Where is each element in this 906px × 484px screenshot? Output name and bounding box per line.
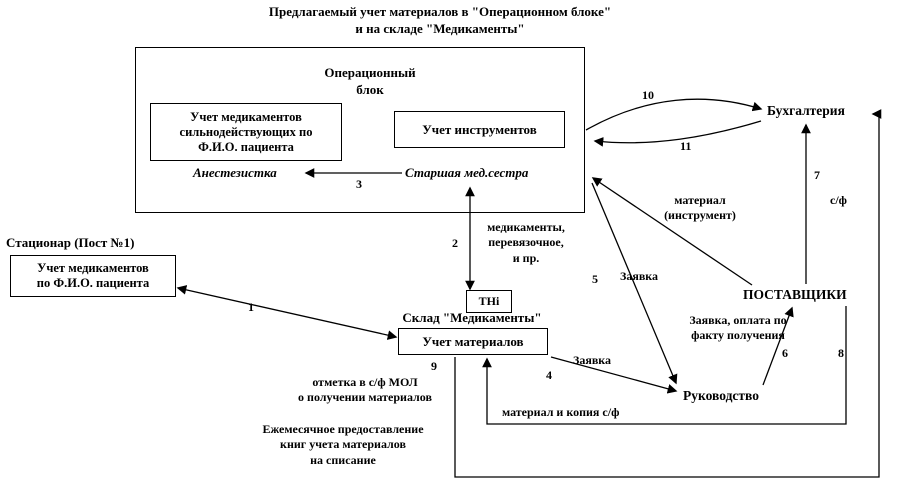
- node-accounting: Бухгалтерия: [767, 103, 845, 118]
- op-block-title: Операционный блок: [324, 65, 416, 97]
- arrow-label-2: 2: [452, 236, 458, 250]
- annotation-request-4: Заявка: [573, 353, 612, 367]
- anesthetist-label: Анестезистка: [193, 165, 277, 180]
- node-hospital-post: Стационар (Пост №1): [6, 235, 135, 250]
- warehouse-materials-box: Учет материалов: [398, 328, 548, 355]
- annotation-material-copy-invoice: материал и копия с/ф: [502, 405, 620, 419]
- arrow-label-5: 5: [592, 272, 598, 286]
- annotation-request-5: Заявка: [620, 269, 659, 283]
- node-suppliers: ПОСТАВЩИКИ: [743, 287, 847, 302]
- arrow-label-4: 4: [546, 368, 552, 382]
- senior-nurse-label: Старшая мед.сестра: [405, 165, 529, 180]
- arrow-label-1: 1: [248, 300, 254, 314]
- arrow-label-3: 3: [356, 177, 362, 191]
- annotation-material-instrument: материал (инструмент): [664, 193, 736, 223]
- annotation-invoice: с/ф: [830, 193, 847, 207]
- annotation-monthly-books: Ежемесячное предоставление книг учета ма…: [262, 422, 424, 467]
- annotation-request-payment: Заявка, оплата по факту получения: [689, 313, 787, 343]
- arrow-4-warehouse-management: [550, 356, 678, 394]
- hospital-med-accounting-box: Учет медикаментов по Ф.И.О. пациента: [10, 255, 176, 297]
- annotation-meds-supplies: медикаменты, перевязочное, и пр.: [487, 220, 565, 265]
- node-management: Руководство: [683, 388, 759, 403]
- annotation-mol-note: отметка в с/ф МОЛ о получении материалов: [298, 375, 432, 405]
- arrow-label-10: 10: [642, 88, 654, 102]
- arrow-1-hospital-warehouse: [176, 285, 398, 340]
- arrow-label-6: 6: [782, 346, 788, 360]
- diagram-title: Предлагаемый учет материалов в "Операцио…: [268, 4, 612, 36]
- op-block-med-accounting-box: Учет медикаментов сильнодействующих по Ф…: [150, 103, 342, 161]
- arrow-10-opblock-accounting: [585, 98, 763, 131]
- op-block-instruments-box: Учет инструментов: [394, 111, 565, 148]
- arrow-label-11: 11: [680, 139, 692, 153]
- arrow-label-8: 8: [838, 346, 844, 360]
- node-warehouse: Склад "Медикаменты": [402, 310, 542, 325]
- arrow-11-accounting-opblock: [593, 120, 762, 147]
- arrow-label-9: 9: [431, 359, 437, 373]
- arrow-label-7: 7: [814, 168, 820, 182]
